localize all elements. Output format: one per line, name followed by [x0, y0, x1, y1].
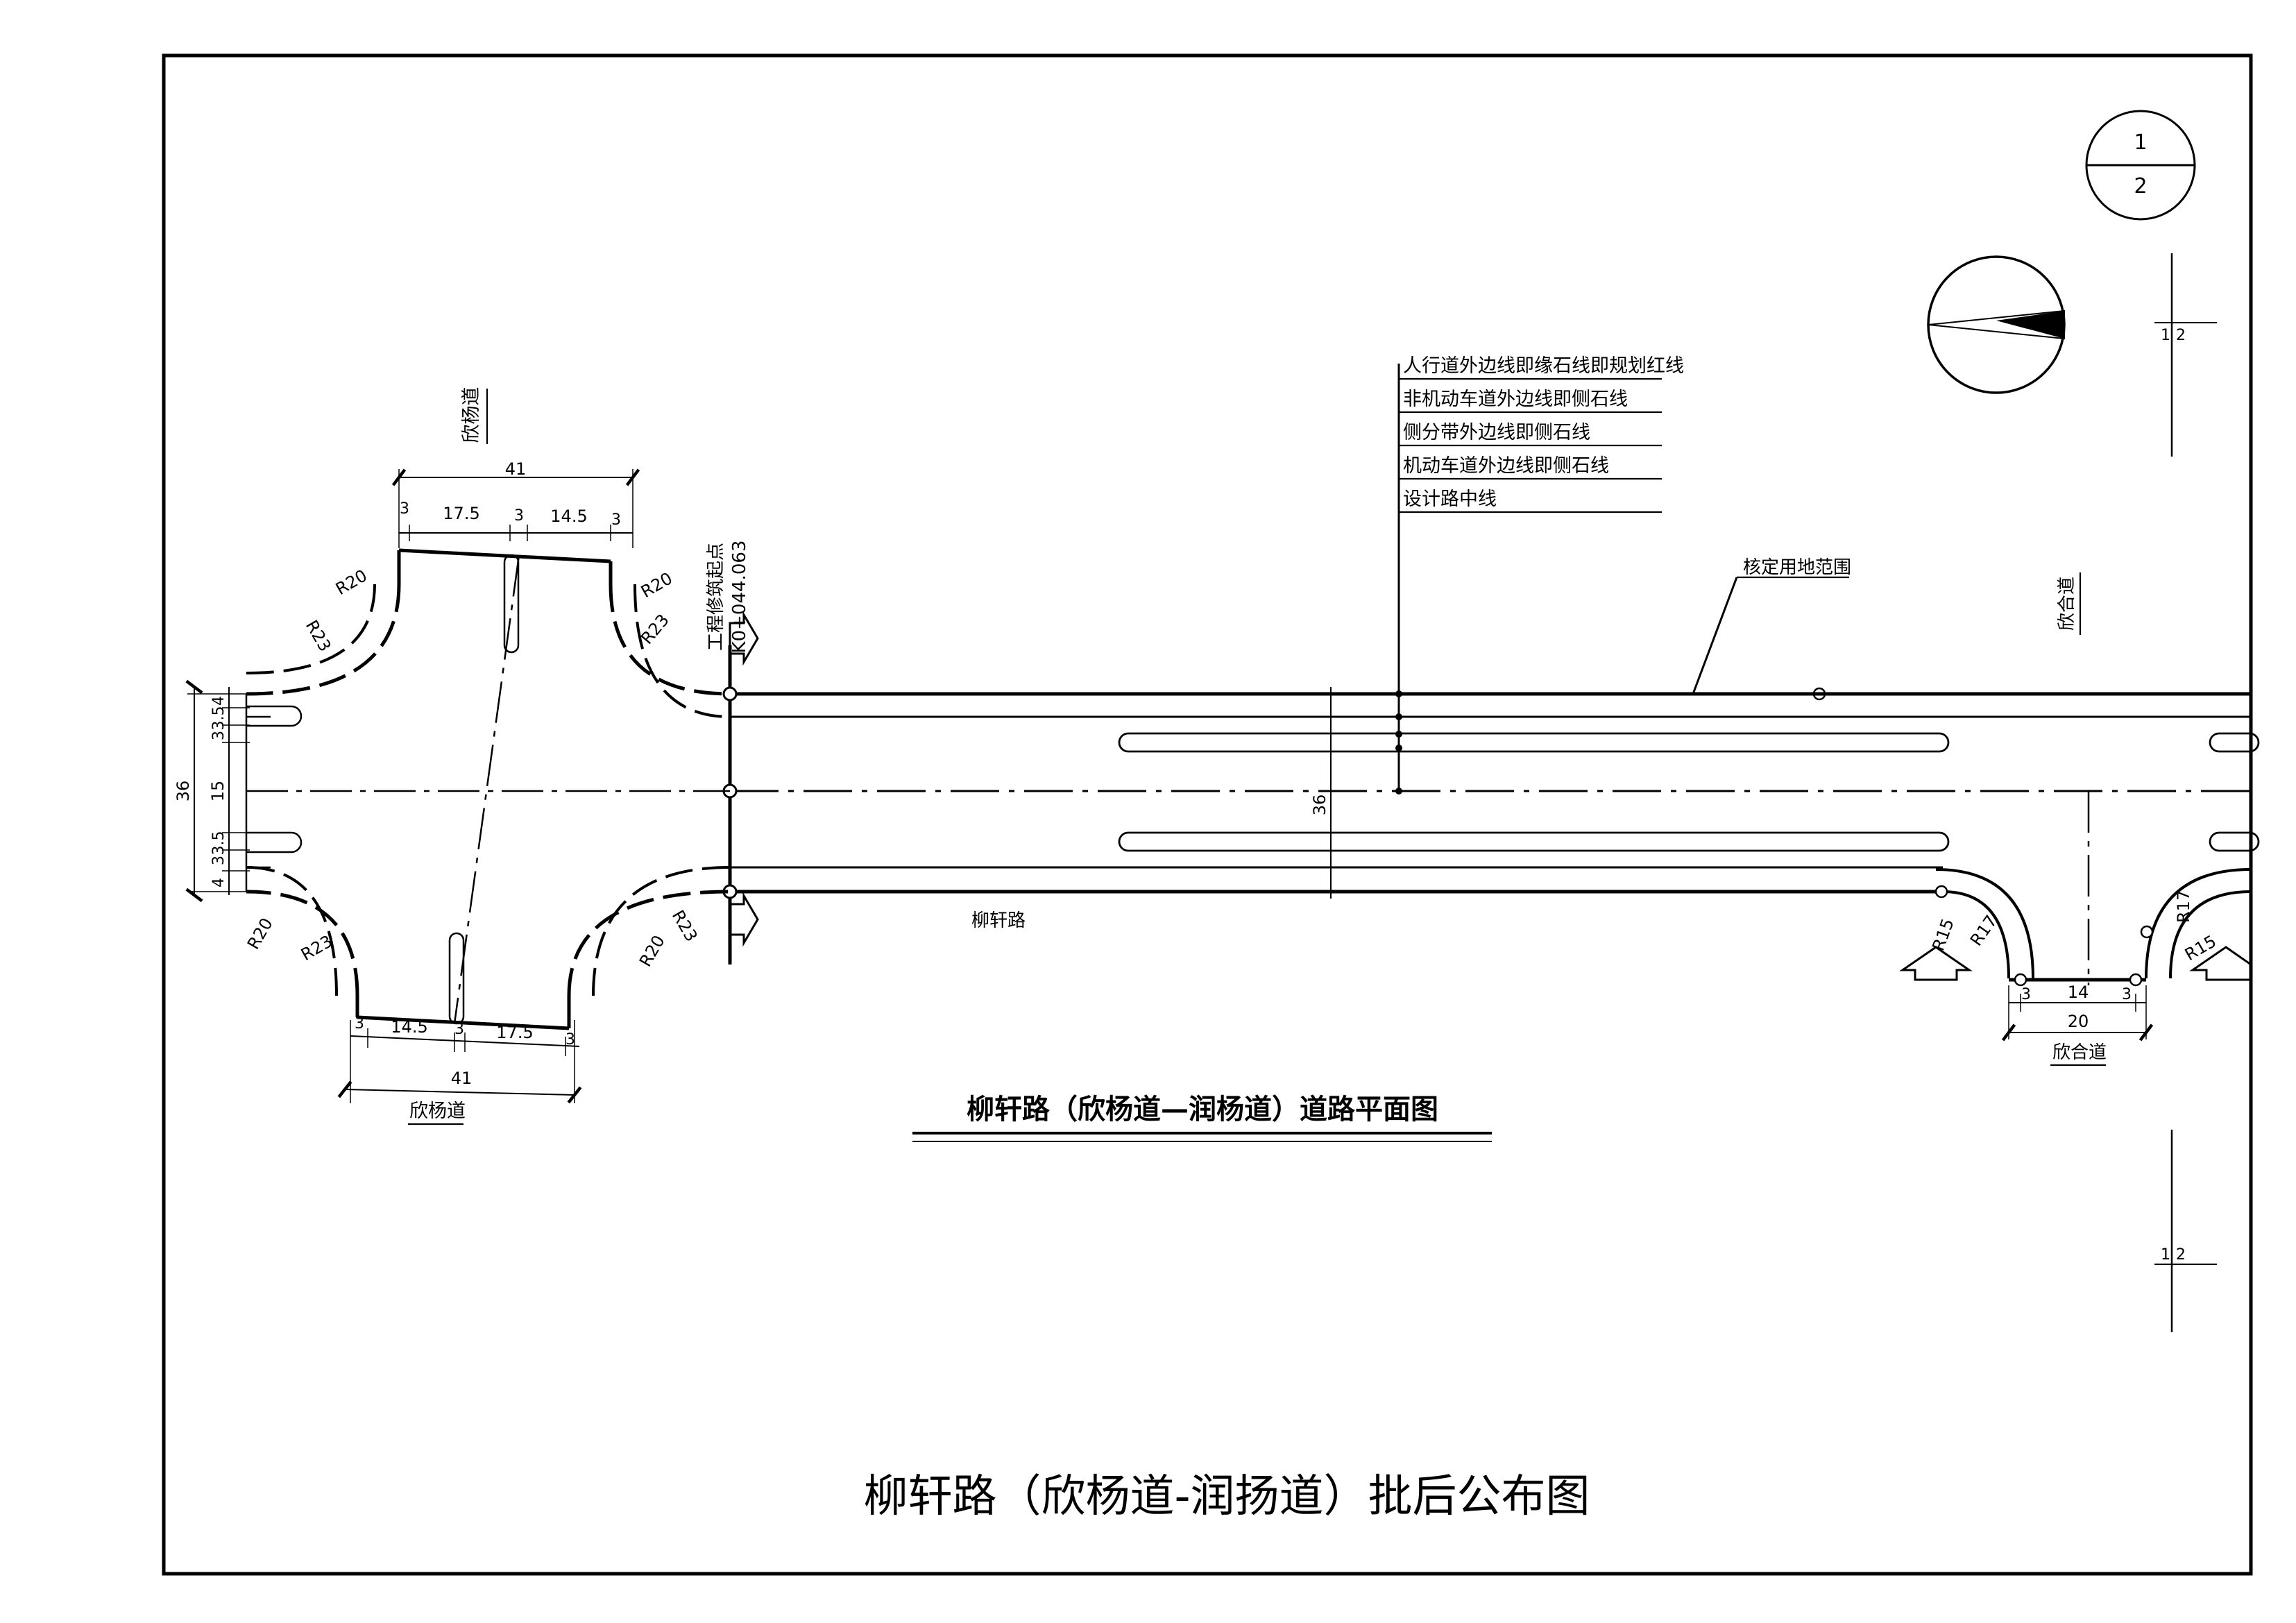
start-point-marker: 工程修筑起点 K0+044.063 [706, 541, 759, 965]
radius-label: R20 [244, 915, 277, 953]
match-mark-right: 2 [2176, 327, 2186, 344]
drawing-title-text: 柳轩路（欣杨道—润杨道）道路平面图 [967, 1094, 1438, 1125]
xinyang-bottom-label: 欣杨道 [409, 1101, 466, 1122]
dim-label: 36 [173, 781, 193, 802]
index-top-number: 1 [2134, 130, 2147, 155]
radius-label: R20 [332, 566, 371, 599]
dim-label: 3 [2021, 986, 2031, 1003]
sheet-title: 柳轩路（欣杨道-润扬道）批后公布图 [863, 1471, 1590, 1522]
start-point-station: K0+044.063 [729, 541, 750, 654]
dim-label: 20 [2068, 1012, 2089, 1031]
road-width-dimension: 36 [1310, 687, 1332, 899]
dim-label: 3 [210, 731, 228, 740]
radius-labels: R20 R23 R20 R23 R20 R23 R20 R23 [244, 566, 701, 970]
land-boundary-label: 核定用地范围 [1692, 557, 1851, 701]
dim-label: 14.5 [550, 507, 587, 526]
radius-label: R23 [668, 907, 701, 945]
dim-label: 3 [210, 856, 228, 865]
dim-label: 14 [2068, 983, 2089, 1002]
bottom-dimension-chain: 3 14.5 3 17.5 3 41 [337, 1015, 582, 1104]
dim-label: 15 [208, 781, 228, 802]
radius-label: R15 [2182, 931, 2220, 965]
xinhe-dimension-chain: 3 14 3 20 [2001, 983, 2154, 1042]
xinyang-intersection: 欣杨道 欣杨道 [245, 387, 731, 1125]
xinhe-bottom-label: 欣合道 [2052, 1042, 2107, 1063]
land-boundary-text: 核定用地范围 [1743, 557, 1851, 578]
dim-label: 14.5 [391, 1017, 427, 1037]
sheet-frame [162, 53, 2253, 1576]
north-arrow-icon [1927, 255, 2066, 394]
index-circle: 1 2 [2085, 110, 2196, 221]
drawing-title: 柳轩路（欣杨道—润杨道）道路平面图 [912, 1094, 1492, 1142]
dim-label: 17.5 [443, 504, 479, 523]
dim-label: 4 [210, 696, 228, 706]
match-mark-right: 2 [2176, 1246, 2186, 1264]
dim-label: 3.5 [210, 706, 228, 731]
legend-item: 设计路中线 [1403, 488, 1497, 510]
radius-label: R20 [638, 568, 676, 602]
dim-label: 3 [454, 1021, 464, 1038]
dim-label: 3 [566, 1031, 575, 1048]
radius-label: R17 [2174, 890, 2193, 923]
match-mark-left: 1 [2161, 327, 2170, 344]
match-line-lower: 1 2 [2154, 1130, 2217, 1332]
radius-label: R15 [1928, 916, 1957, 953]
dim-label: 41 [451, 1069, 473, 1088]
dim-label: 3 [2122, 986, 2132, 1003]
dim-label: 41 [505, 459, 527, 479]
xinhe-top-label: 欣合道 [2057, 577, 2077, 631]
legend-item: 人行道外边线即缘石线即规划红线 [1403, 355, 1684, 377]
liuxuan-road: 柳轩路 [730, 692, 2260, 931]
start-point-title: 工程修筑起点 [706, 543, 726, 651]
top-dimension-chain: 41 3 17.5 3 14.5 3 [391, 459, 640, 548]
legend-item: 机动车道外边线即侧石线 [1403, 455, 1609, 477]
match-mark-left: 1 [2161, 1246, 2170, 1264]
dim-label: 4 [210, 878, 228, 887]
dim-label: 3 [400, 500, 409, 518]
legend-item: 非机动车道外边线即侧石线 [1403, 389, 1628, 410]
left-dimension-chain: 36 15 3 3.5 4 3.5 3 4 [173, 679, 250, 903]
dim-label: 3 [611, 511, 621, 529]
legend: 人行道外边线即缘石线即规划红线 非机动车道外边线即侧石线 侧分带外边线即侧石线 … [1395, 355, 1684, 794]
dim-label: 3 [514, 507, 524, 525]
xinyang-top-label: 欣杨道 [461, 387, 482, 443]
dim-label: 3 [355, 1015, 364, 1033]
liuxuan-road-label: 柳轩路 [971, 910, 1026, 931]
radius-label: R23 [302, 617, 335, 655]
dim-label: 3.5 [210, 831, 228, 856]
index-bottom-number: 2 [2134, 174, 2147, 198]
radius-label: R23 [637, 611, 673, 648]
legend-item: 侧分带外边线即侧石线 [1403, 422, 1590, 443]
dim-label: 36 [1310, 794, 1329, 816]
match-line-upper: 1 2 [2154, 253, 2217, 457]
dim-label: 17.5 [496, 1023, 533, 1042]
radius-label: R20 [636, 932, 669, 970]
